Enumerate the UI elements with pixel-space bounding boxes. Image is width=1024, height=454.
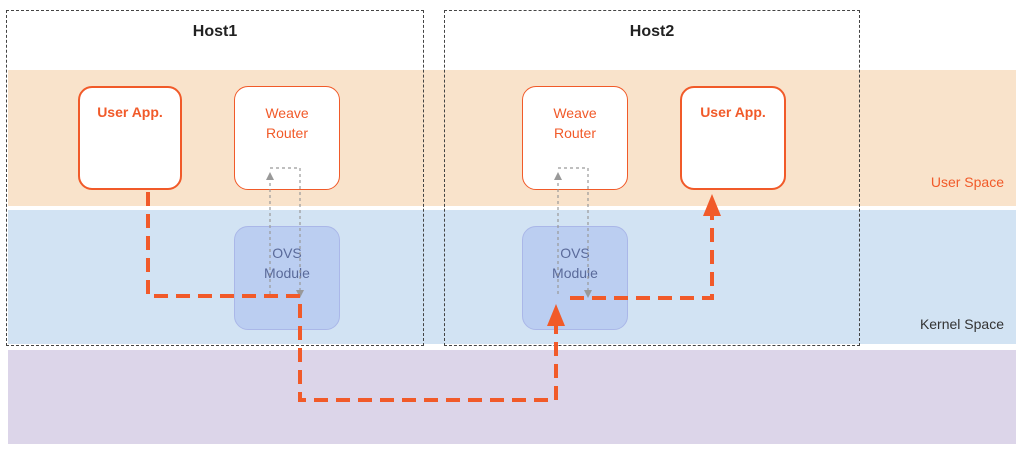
host2-weave-label: Weave bbox=[553, 105, 597, 121]
host1-user-app-label: User App. bbox=[97, 104, 163, 120]
arrowhead-into-user-app2 bbox=[703, 194, 721, 216]
user-space-label: User Space bbox=[930, 174, 1004, 190]
packet-path bbox=[146, 192, 558, 402]
host2-router-label: Router bbox=[553, 125, 597, 141]
host1-frame: Host1 bbox=[6, 10, 424, 346]
packet-path-host2 bbox=[570, 216, 714, 300]
host1-ovs-module-box: OVS Module bbox=[234, 226, 340, 330]
host2-weave-router-box: Weave Router bbox=[522, 86, 628, 190]
host1-title: Host1 bbox=[192, 23, 238, 40]
kernel-space-label: Kernel Space bbox=[919, 316, 1004, 332]
host2-title: Host2 bbox=[629, 23, 675, 40]
host2-user-app-box: User App. bbox=[680, 86, 786, 190]
host2-ovs-module-box: OVS Module bbox=[522, 226, 628, 330]
host1-weave-label: Weave bbox=[265, 105, 309, 121]
host2-module-label: Module bbox=[552, 265, 598, 281]
host2-user-app-label: User App. bbox=[700, 104, 766, 120]
arrowhead-into-ovs2 bbox=[547, 304, 565, 326]
host1-module-label: Module bbox=[264, 265, 310, 281]
host2-ovs-label: OVS bbox=[560, 245, 590, 261]
host1-user-app-box: User App. bbox=[78, 86, 182, 190]
host1-ovs-label: OVS bbox=[272, 245, 302, 261]
host1-internal-loop bbox=[266, 167, 304, 298]
host1-weave-router-box: Weave Router bbox=[234, 86, 340, 190]
host2-internal-loop bbox=[554, 167, 592, 298]
network-band bbox=[8, 350, 1016, 444]
kernel-space-band bbox=[8, 210, 1016, 344]
host2-frame: Host2 bbox=[444, 10, 860, 346]
host1-router-label: Router bbox=[265, 125, 309, 141]
